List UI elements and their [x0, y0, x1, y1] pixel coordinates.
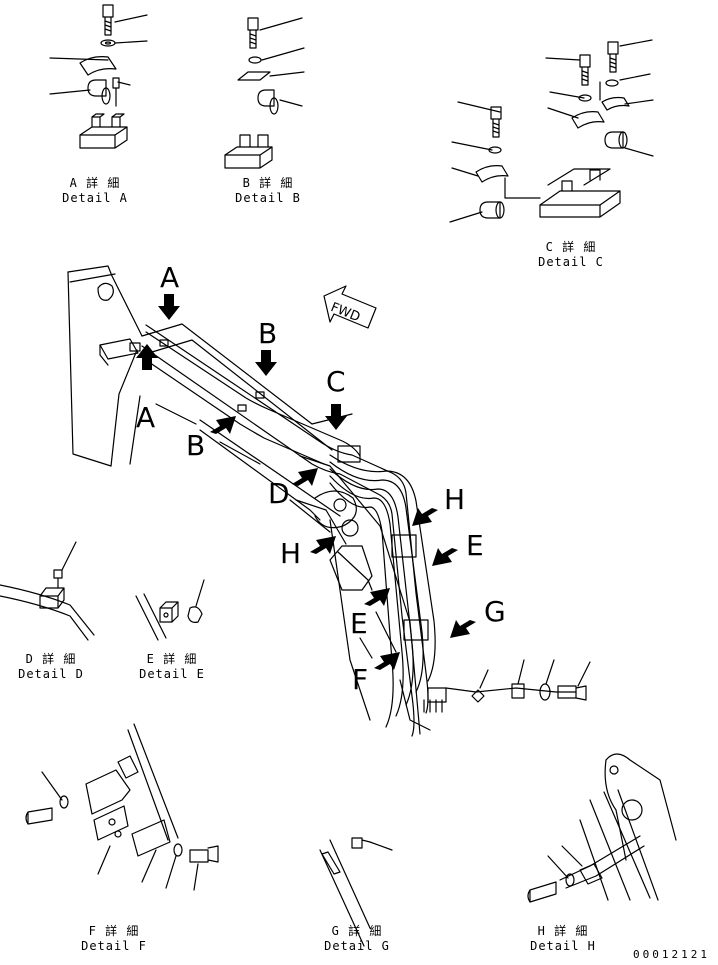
detail-c-en: Detail C [538, 255, 604, 269]
detail-e-en: Detail E [139, 667, 205, 681]
detail-e-jp: E 詳 細 [146, 652, 198, 666]
callout-e-right: E [466, 529, 484, 562]
callout-a-top: A [160, 261, 180, 294]
detail-g-caption: G 詳 細 Detail G [316, 924, 398, 954]
detail-a-drawing [49, 4, 148, 149]
callout-a-low: A [136, 401, 156, 434]
direction-arrows [136, 294, 476, 670]
detail-a-en: Detail A [62, 191, 128, 205]
detail-c-jp: C 詳 細 [545, 240, 597, 254]
boom-assembly-drawing [67, 265, 591, 737]
detail-b-drawing [224, 17, 305, 169]
callout-h-left: H [280, 537, 302, 570]
callout-e-low: E [350, 607, 368, 640]
detail-h-caption: H 詳 細 Detail H [522, 924, 604, 954]
callout-g: G [484, 595, 506, 628]
detail-a-caption: A 詳 細 Detail A [55, 176, 135, 206]
detail-h-drawing [527, 753, 677, 903]
callout-f: F [352, 663, 369, 696]
detail-b-en: Detail B [235, 191, 301, 205]
detail-e-drawing [135, 579, 205, 641]
detail-f-en: Detail F [81, 939, 147, 953]
callout-c: C [326, 365, 346, 398]
callout-b-low: B [186, 429, 206, 462]
detail-a-jp: A 詳 細 [69, 176, 121, 190]
detail-d-en: Detail D [18, 667, 84, 681]
detail-h-jp: H 詳 細 [537, 924, 589, 938]
detail-g-drawing [319, 837, 393, 947]
callout-b-top: B [258, 317, 278, 350]
detail-d-jp: D 詳 細 [25, 652, 77, 666]
detail-f-caption: F 詳 細 Detail F [73, 924, 155, 954]
detail-f-drawing [25, 723, 219, 891]
detail-c-drawing [449, 39, 654, 223]
detail-b-caption: B 詳 細 Detail B [228, 176, 308, 206]
document-number: 00012121 [633, 948, 710, 961]
detail-g-jp: G 詳 細 [331, 924, 383, 938]
callout-d: D [268, 477, 290, 510]
callout-h-right: H [444, 483, 466, 516]
detail-e-caption: E 詳 細 Detail E [131, 652, 213, 682]
detail-h-en: Detail H [530, 939, 596, 953]
detail-g-en: Detail G [324, 939, 390, 953]
detail-c-caption: C 詳 細 Detail C [530, 240, 612, 270]
detail-b-jp: B 詳 細 [242, 176, 294, 190]
detail-d-drawing [0, 541, 95, 641]
detail-d-caption: D 詳 細 Detail D [10, 652, 92, 682]
detail-f-jp: F 詳 細 [88, 924, 140, 938]
